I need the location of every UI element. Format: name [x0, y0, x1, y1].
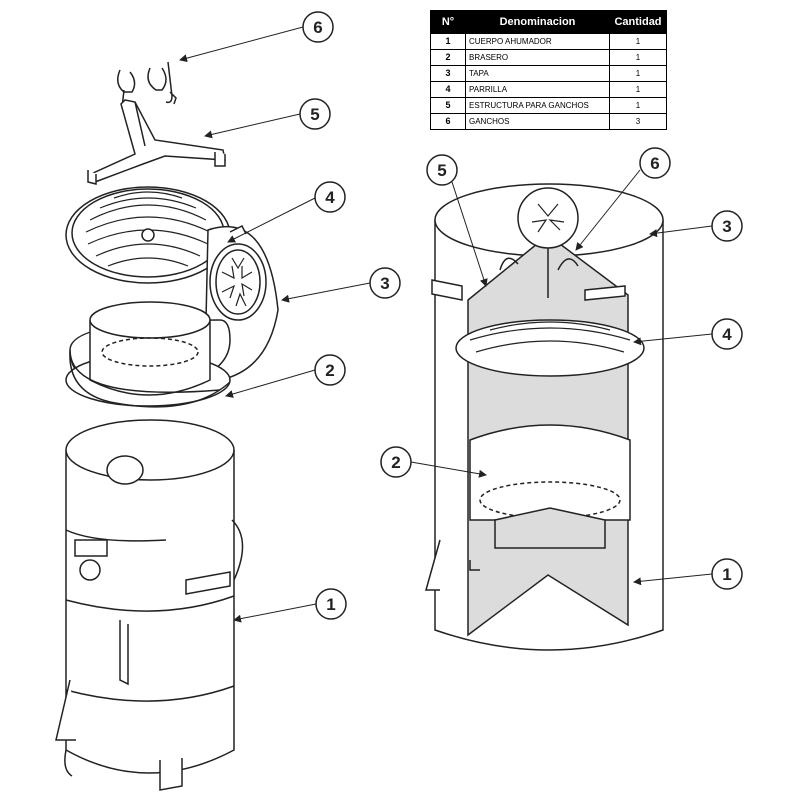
- callout-left-5: 5: [299, 98, 331, 130]
- svg-text:5: 5: [437, 161, 446, 180]
- callout-markers: 6 5 4 3 2 1 5 6 3 4 2 1: [299, 11, 743, 620]
- row-number: 5: [430, 97, 466, 114]
- row-number: 1: [430, 33, 466, 50]
- svg-text:2: 2: [325, 361, 334, 380]
- parts-table: N° Denominacion Cantidad 1 CUERPo AHUMAD…: [430, 10, 667, 130]
- callout-left-3: 3: [369, 267, 401, 299]
- svg-text:4: 4: [325, 188, 335, 207]
- svg-text:5: 5: [310, 105, 319, 124]
- row-number: 4: [430, 81, 466, 98]
- table-row: 1 CUERPo AHUMADoR 1: [430, 33, 667, 50]
- svg-text:3: 3: [380, 274, 389, 293]
- table-row: 6 GANCHos 3: [430, 113, 667, 130]
- row-quantity: 1: [609, 49, 667, 66]
- grill-part: [65, 186, 231, 284]
- brasero-part: [65, 301, 231, 408]
- right-cutaway-view: [410, 169, 713, 651]
- row-name: CUERPo AHUMADoR: [465, 33, 610, 50]
- row-quantity: 1: [609, 33, 667, 50]
- row-quantity: 1: [609, 97, 667, 114]
- row-name: GANCHos: [465, 113, 610, 130]
- callout-right-5: 5: [426, 154, 458, 186]
- callout-left-6: 6: [302, 11, 334, 43]
- callout-right-3: 3: [711, 210, 743, 242]
- table-row: 3 TAPA 1: [430, 65, 667, 82]
- row-name: BRASERo: [465, 49, 610, 66]
- table-row: 2 BRASERo 1: [430, 49, 667, 66]
- row-quantity: 1: [609, 81, 667, 98]
- hook-structure-part: [87, 99, 226, 185]
- row-quantity: 3: [609, 113, 667, 130]
- header-number: N°: [430, 10, 466, 34]
- callout-right-2: 2: [380, 446, 412, 478]
- table-row: 5 EsTRUCTURA PARA GANCHos 1: [430, 97, 667, 114]
- row-name: PARRILLA: [465, 81, 610, 98]
- callout-left-2: 2: [314, 354, 346, 386]
- header-denomination: Denominacion: [465, 10, 610, 34]
- parts-table-header: N° Denominacion Cantidad: [430, 10, 667, 34]
- smoker-body-part: [55, 419, 244, 791]
- svg-text:3: 3: [722, 217, 731, 236]
- svg-text:2: 2: [391, 453, 400, 472]
- svg-text:1: 1: [326, 595, 335, 614]
- svg-text:1: 1: [722, 565, 731, 584]
- svg-text:6: 6: [313, 18, 322, 37]
- row-quantity: 1: [609, 65, 667, 82]
- hooks-part: [117, 61, 177, 109]
- svg-text:4: 4: [722, 325, 732, 344]
- callout-right-4: 4: [711, 318, 743, 350]
- header-quantity: Cantidad: [609, 10, 667, 34]
- row-number: 2: [430, 49, 466, 66]
- row-name: EsTRUCTURA PARA GANCHos: [465, 97, 610, 114]
- row-name: TAPA: [465, 65, 610, 82]
- callout-right-1: 1: [711, 558, 743, 590]
- left-callout-lines: [179, 26, 371, 623]
- left-exploded-view: [55, 26, 371, 791]
- row-number: 6: [430, 113, 466, 130]
- right-callout-lines: [410, 169, 713, 586]
- row-number: 3: [430, 65, 466, 82]
- callout-left-4: 4: [314, 181, 346, 213]
- svg-text:6: 6: [650, 154, 659, 173]
- callout-left-1: 1: [315, 588, 347, 620]
- callout-right-6: 6: [639, 147, 671, 179]
- table-row: 4 PARRILLA 1: [430, 81, 667, 98]
